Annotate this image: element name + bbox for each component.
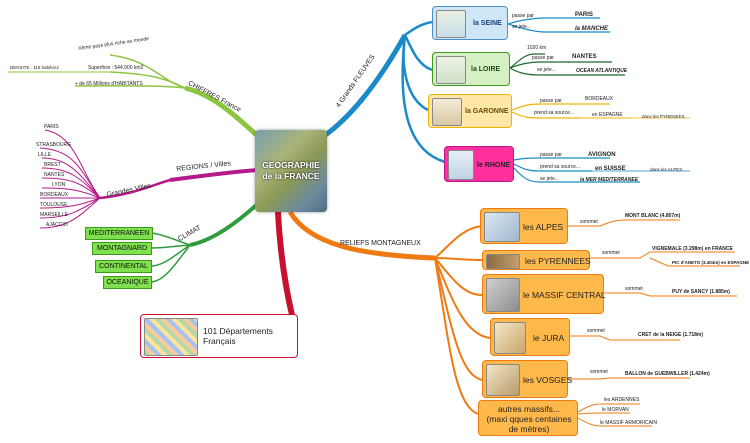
central-topic-line2: de la FRANCE xyxy=(262,171,320,181)
autres-ardennes: les ARDENNES xyxy=(604,397,640,403)
vosges-map-image xyxy=(486,364,520,396)
autres-line1: autres massifs... xyxy=(498,404,560,414)
loire-longueur: 1020 km xyxy=(527,45,547,51)
loire-label: la LOIRE xyxy=(471,66,501,73)
massif-central-label: le MASSIF CENTRAL xyxy=(523,290,606,300)
garonne-label: la GARONNE xyxy=(465,108,509,115)
ville-item: LILLE xyxy=(38,152,52,158)
ville-item: MARSEILLE xyxy=(40,212,69,218)
ville-item: TOULOUSE xyxy=(40,202,68,208)
climat-mediterraneen[interactable]: MEDITERRANEEN xyxy=(85,227,153,240)
vosges-ballon: BALLON de GUEBWILLER (1.424m) xyxy=(625,371,710,377)
loire-se-jete: se jete... xyxy=(537,67,556,73)
seine-map-image xyxy=(436,10,466,38)
rhone-alpes: dans les ALPES xyxy=(650,167,683,172)
garonne-passe-par: passe par xyxy=(540,98,562,104)
garonne-source: prend sa source... xyxy=(534,110,575,116)
garonne-espagne: en ESPAGNE xyxy=(592,112,623,118)
pyrenees-image xyxy=(486,254,520,269)
jura-label: le JURA xyxy=(533,333,565,343)
massif-sommet: sommet xyxy=(625,286,643,292)
pyrenees-aneto: PIC d'ANETO (3.404m) en ESPAGNE xyxy=(672,260,750,265)
loire-ocean: OCEAN ATLANTIQUE xyxy=(576,68,628,74)
jura-cret-de-la-neige: CRET de la NEIGE (1.718m) xyxy=(638,332,704,338)
autres-line3: de mètres) xyxy=(508,424,550,434)
relief-massif-central-node[interactable]: le MASSIF CENTRAL xyxy=(482,274,606,314)
ville-item: NANTES xyxy=(44,172,65,178)
departements-line2: Français xyxy=(203,336,236,346)
pyrenees-sommet: sommet xyxy=(602,250,620,256)
seine-se-jete: se jete... xyxy=(512,24,531,30)
garonne-map-image xyxy=(432,98,462,126)
ville-item: AJACCIO xyxy=(46,222,68,228)
autres-armoricain: le MASSIF ARMORICAIN xyxy=(600,420,657,426)
autres-morvan: le MORVAN xyxy=(602,407,629,413)
ville-item: PARIS xyxy=(44,124,59,130)
seine-passe-par: passe par xyxy=(512,13,534,19)
alpes-image xyxy=(484,212,520,242)
rhone-suisse: en SUISSE xyxy=(595,166,626,172)
jura-sommet: sommet xyxy=(587,328,605,334)
garonne-bordeaux: BORDEAUX xyxy=(585,96,614,102)
garonne-pyrenees: dans les PYRENEES xyxy=(642,114,685,119)
rhone-se-jete: se jete... xyxy=(540,176,559,182)
central-topic-line1: GEOGRAPHIE xyxy=(262,160,320,170)
massif-puy-de-sancy: PUY de SANCY (1.885m) xyxy=(672,289,730,295)
vosges-label: les VOSGES xyxy=(523,375,573,385)
alpes-label: les ALPES xyxy=(523,222,564,232)
massif-central-image xyxy=(486,278,520,312)
relief-jura-node[interactable]: le JURA xyxy=(490,318,570,356)
alpes-mont-blanc: MONT BLANC (4.807m) xyxy=(625,213,681,219)
fleuve-rhone-node[interactable]: le RHONE xyxy=(444,146,514,182)
autres-line2: (maxi qques centaines xyxy=(486,414,572,424)
seine-manche: la MANCHE xyxy=(575,26,609,32)
rhone-mediterranee: la MER MEDITERRANEE xyxy=(580,177,639,183)
climat-oceanique[interactable]: OCEANIQUE xyxy=(103,276,152,289)
pyrenees-vignemale: VIGNEMALE (3.298m) en FRANCE xyxy=(652,246,733,252)
ville-item: STRASBOURG xyxy=(36,142,72,148)
ville-item: BREST xyxy=(44,162,61,168)
chiffre-habitants: + de 65 Millions d'HABITANTS xyxy=(75,81,143,87)
fleuve-loire-node[interactable]: la LOIRE xyxy=(432,52,510,86)
climat-continental[interactable]: CONTINENTAL xyxy=(95,260,152,273)
alpes-sommet: sommet xyxy=(580,219,598,225)
departements-map-image xyxy=(144,318,198,356)
climat-montagnard[interactable]: MONTAGNARD xyxy=(92,242,152,255)
relief-autres-node[interactable]: autres massifs... (maxi qques centaines … xyxy=(478,400,578,436)
rhone-map-image xyxy=(448,150,474,180)
ville-item: BORDEAUX xyxy=(40,192,69,198)
relief-vosges-node[interactable]: les VOSGES xyxy=(482,360,572,398)
loire-passe-par: passe par xyxy=(532,55,554,61)
seine-label: la SEINE xyxy=(473,20,502,27)
chiffre-densite: DENSITE : 119 hab/km2 xyxy=(10,65,59,70)
jura-map-image xyxy=(494,322,526,354)
fleuve-seine-node[interactable]: la SEINE xyxy=(432,6,508,40)
relief-pyrenees-node[interactable]: les PYRENNEES xyxy=(482,250,591,270)
seine-paris: PARIS xyxy=(575,12,593,18)
pyrenees-label: les PYRENNEES xyxy=(525,256,591,266)
loire-nantes: NANTES xyxy=(572,54,597,60)
departements-node[interactable]: 101 Départements Français xyxy=(140,314,298,358)
departements-line1: 101 Départements xyxy=(203,326,273,336)
relief-alpes-node[interactable]: les ALPES xyxy=(480,208,568,244)
central-topic[interactable]: GEOGRAPHIE de la FRANCE xyxy=(255,130,327,212)
rhone-avignon: AVIGNON xyxy=(588,152,616,158)
rhone-label: le RHONE xyxy=(477,162,511,169)
branch-reliefs-label[interactable]: RELIEFS MONTAGNEUX xyxy=(340,240,421,247)
rhone-source: prend sa source... xyxy=(540,164,581,170)
fleuve-garonne-node[interactable]: la GARONNE xyxy=(428,94,512,128)
loire-map-image xyxy=(436,56,466,84)
ville-item: LYON xyxy=(52,182,66,188)
rhone-passe-par: passe par xyxy=(540,152,562,158)
chiffre-superficie: Superficie : 544.000 km2 xyxy=(88,65,144,71)
vosges-sommet: sommet xyxy=(590,369,608,375)
